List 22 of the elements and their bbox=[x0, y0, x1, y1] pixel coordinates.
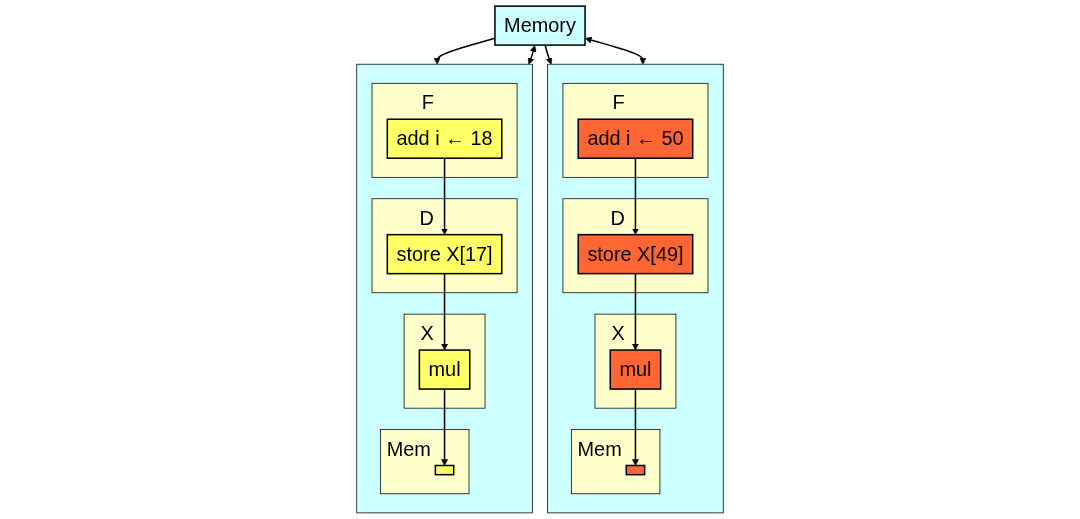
node-box: add i ← 18 bbox=[386, 118, 503, 159]
arrow bbox=[632, 157, 639, 235]
arrow bbox=[632, 272, 639, 351]
node-box: store X[49] bbox=[577, 233, 694, 275]
node-box bbox=[434, 464, 455, 476]
cluster bbox=[356, 63, 533, 514]
cluster bbox=[547, 63, 724, 514]
node-box: Memory bbox=[494, 5, 586, 46]
arrow bbox=[527, 45, 537, 65]
arrow bbox=[441, 157, 448, 235]
node-box: mul bbox=[418, 349, 471, 390]
arrow bbox=[632, 388, 639, 466]
node-box: add i ← 50 bbox=[577, 118, 694, 159]
arrow bbox=[441, 272, 448, 351]
cluster: Mem bbox=[380, 429, 470, 495]
cluster: Mem bbox=[571, 429, 661, 495]
arrow bbox=[544, 44, 553, 65]
node-box: mul bbox=[609, 349, 662, 390]
arrow bbox=[441, 388, 448, 466]
arrow bbox=[585, 36, 647, 65]
node-box: store X[17] bbox=[386, 233, 503, 275]
node-box bbox=[625, 464, 646, 476]
